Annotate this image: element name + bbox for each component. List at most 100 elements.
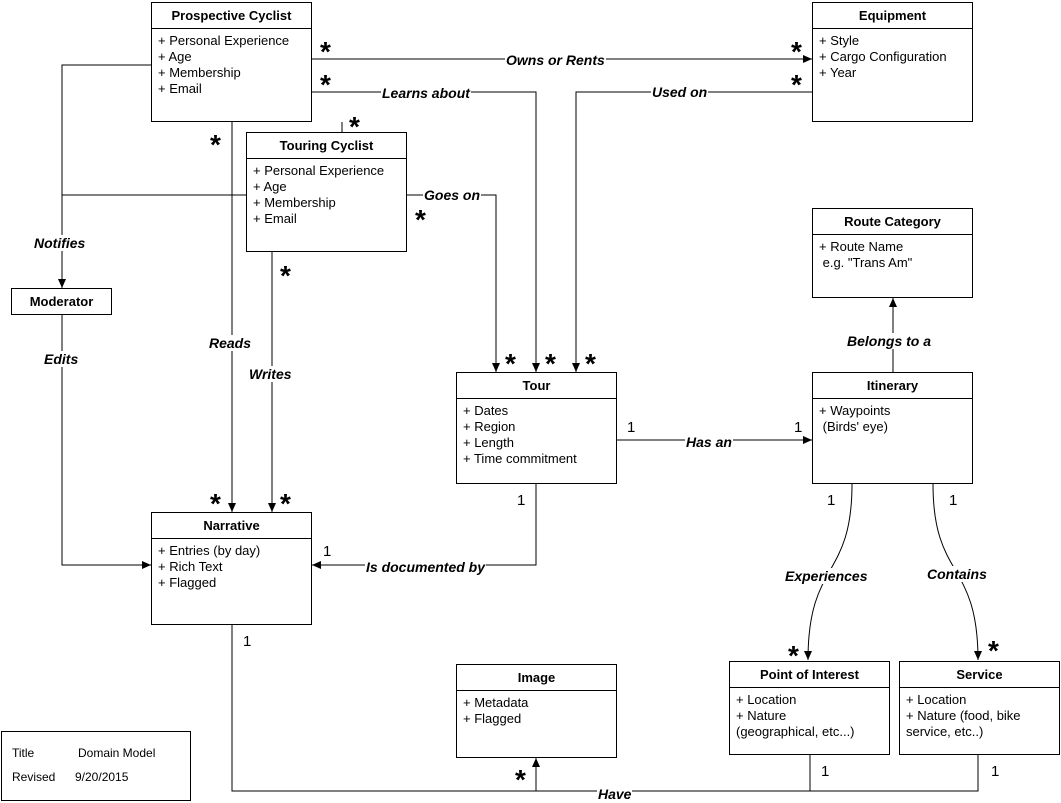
attribute: + Waypoints (819, 403, 891, 418)
attribute: + Personal Experience (158, 33, 290, 48)
attribute: + Flagged (158, 575, 217, 590)
attribute: + Email (158, 81, 202, 96)
tour-title: Tour (457, 373, 616, 399)
multiplicity-many: * (545, 348, 556, 379)
attribute: service, etc..) (906, 724, 984, 739)
multiplicity-one: 1 (323, 543, 332, 560)
route-category-title: Route Category (813, 209, 972, 235)
itinerary-class: Itinerary + Waypoints (Birds' eye) (812, 372, 973, 484)
reads-label: Reads (208, 335, 253, 351)
tour-class: Tour + Dates + Region + Length + Time co… (456, 372, 617, 484)
goes-on-label: Goes on (423, 187, 482, 203)
attribute: + Nature (food, bike (906, 708, 1021, 723)
attribute: + Year (819, 65, 857, 80)
point-of-interest-class: Point of Interest + Location + Nature (g… (729, 661, 890, 755)
multiplicity-many: * (988, 635, 999, 666)
edits-line (61, 315, 151, 569)
attribute: + Metadata (463, 695, 529, 710)
route-category-class: Route Category + Route Name e.g. "Trans … (812, 208, 973, 298)
multiplicity-many: * (210, 129, 221, 160)
image-class: Image + Metadata + Flagged (456, 664, 617, 758)
attribute: + Time commitment (463, 451, 577, 466)
narrative-title: Narrative (152, 513, 311, 539)
edits-label: Edits (43, 351, 80, 367)
multiplicity-many: * (349, 111, 360, 142)
multiplicity-many: * (210, 488, 221, 519)
point-of-interest-title: Point of Interest (730, 662, 889, 688)
attribute: + Entries (by day) (158, 543, 261, 558)
service-title: Service (900, 662, 1059, 688)
multiplicity-one: 1 (517, 492, 526, 509)
revised-label: Revised (12, 770, 56, 784)
attribute: + Region (463, 419, 516, 434)
attribute: + Rich Text (158, 559, 223, 574)
equipment-title: Equipment (813, 3, 972, 29)
prospective-cyclist-class: Prospective Cyclist + Personal Experienc… (151, 2, 312, 122)
service-class: Service + Location + Nature (food, bike … (899, 661, 1060, 755)
multiplicity-many: * (791, 69, 802, 100)
attribute: + Nature (736, 708, 787, 723)
multiplicity-many: * (280, 260, 291, 291)
writes-label: Writes (248, 366, 293, 382)
title-label: Title (12, 746, 35, 760)
multiplicity-many: * (505, 348, 516, 379)
touring-cyclist-class: Touring Cyclist + Personal Experience + … (246, 132, 407, 252)
attribute: + Membership (253, 195, 336, 210)
multiplicity-one: 1 (827, 492, 836, 509)
used-on-label: Used on (651, 84, 709, 100)
title-value: Domain Model (78, 746, 156, 760)
multiplicity-many: * (415, 204, 426, 235)
multiplicity-one: 1 (949, 492, 958, 509)
attribute: + Email (253, 211, 297, 226)
itinerary-title: Itinerary (813, 373, 972, 399)
moderator-class: Moderator (11, 288, 112, 315)
attribute: e.g. "Trans Am" (819, 255, 913, 270)
multiplicity-many: * (791, 36, 802, 67)
has-an-label: Has an (685, 434, 733, 450)
is-documented-by-label: Is documented by (365, 559, 487, 575)
title-block: Title Domain Model Revised 9/20/2015 (1, 731, 191, 801)
attribute: + Membership (158, 65, 241, 80)
attribute: + Age (253, 179, 287, 194)
owns-or-rents-label: Owns or Rents (505, 52, 606, 68)
multiplicity-one: 1 (243, 633, 252, 650)
notifies-line (58, 64, 152, 288)
experiences-label: Experiences (784, 568, 869, 584)
multiplicity-many: * (280, 488, 291, 519)
attribute: + Dates (463, 403, 509, 418)
multiplicity-one: 1 (991, 763, 1000, 780)
image-title: Image (457, 665, 616, 691)
attribute: + Flagged (463, 711, 522, 726)
attribute: + Age (158, 49, 192, 64)
multiplicity-one: 1 (821, 763, 830, 780)
have-label: Have (597, 786, 633, 802)
attribute: (geographical, etc...) (736, 724, 855, 739)
multiplicity-many: * (515, 764, 526, 795)
used-on-line (572, 91, 812, 372)
attribute: + Location (736, 692, 797, 707)
contains-label: Contains (926, 566, 988, 582)
multiplicity-many: * (320, 36, 331, 67)
attribute: + Cargo Configuration (819, 49, 947, 64)
moderator-title: Moderator (29, 294, 94, 309)
multiplicity-many: * (788, 640, 799, 671)
attribute: (Birds' eye) (819, 419, 888, 434)
belongs-to-a-label: Belongs to a (846, 333, 933, 349)
attribute: + Style (819, 33, 860, 48)
attribute: + Length (463, 435, 514, 450)
multiplicity-many: * (320, 69, 331, 100)
learns-about-label: Learns about (381, 85, 471, 101)
prospective-cyclist-title: Prospective Cyclist (152, 3, 311, 29)
attribute: + Location (906, 692, 967, 707)
attribute: + Route Name (819, 239, 904, 254)
touring-cyclist-title: Touring Cyclist (247, 133, 406, 159)
multiplicity-many: * (585, 348, 596, 379)
multiplicity-one: 1 (794, 419, 803, 436)
equipment-class: Equipment + Style + Cargo Configuration … (812, 2, 973, 122)
is-documented-by-line (312, 484, 537, 569)
multiplicity-one: 1 (627, 419, 636, 436)
revised-value: 9/20/2015 (75, 770, 129, 784)
notifies-label: Notifies (33, 235, 87, 251)
attribute: + Personal Experience (253, 163, 385, 178)
